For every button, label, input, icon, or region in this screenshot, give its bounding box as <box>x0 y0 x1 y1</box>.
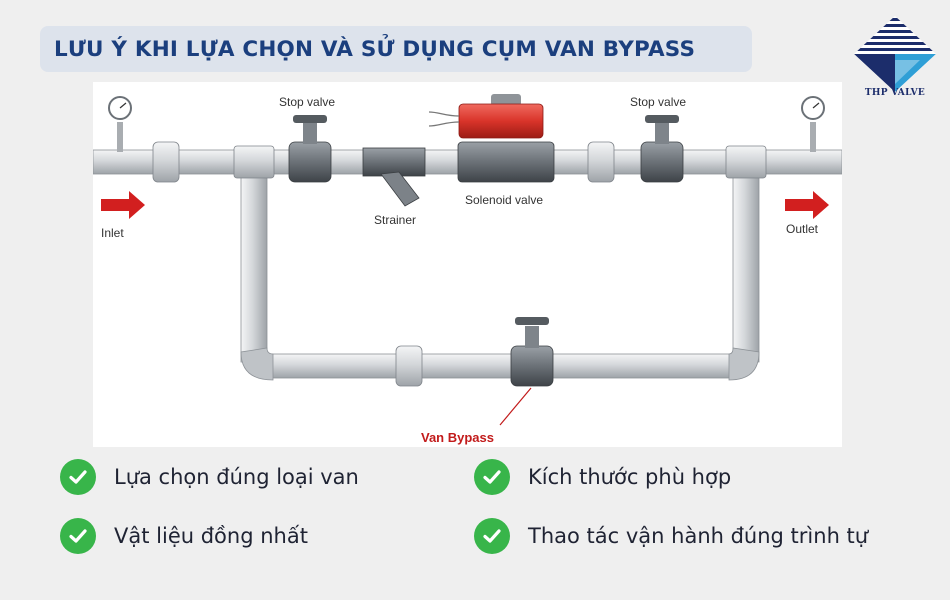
bullet-text: Lựa chọn đúng loại van <box>114 465 359 489</box>
bypass-diagram: Stop valve Stop valve Strainer Solenoid … <box>93 82 842 447</box>
bullet-text: Kích thước phù hợp <box>528 465 732 489</box>
union-1 <box>152 141 180 183</box>
check-circle-icon <box>60 459 96 495</box>
strainer <box>362 147 426 207</box>
label-solenoid-valve: Solenoid valve <box>465 193 543 207</box>
elbow-left <box>240 347 274 381</box>
check-circle-icon <box>60 518 96 554</box>
label-stop-valve-right: Stop valve <box>630 95 686 109</box>
elbow-right <box>728 347 760 381</box>
inlet-arrow-icon <box>101 191 145 219</box>
bypass-pipe-left <box>240 176 268 363</box>
bullet-item-3: Vật liệu đồng nhất <box>60 518 308 554</box>
solenoid-valve <box>428 94 555 183</box>
bullet-item-2: Kích thước phù hợp <box>474 459 731 495</box>
bullet-item-1: Lựa chọn đúng loại van <box>60 459 359 495</box>
pressure-gauge-right <box>801 96 825 152</box>
label-inlet: Inlet <box>101 226 124 240</box>
stop-valve-right <box>640 115 684 183</box>
bullet-text: Vật liệu đồng nhất <box>114 524 308 548</box>
tee-left <box>233 145 275 179</box>
stop-valve-left <box>288 115 332 183</box>
union-2 <box>587 141 615 183</box>
page-title: LƯU Ý KHI LỰA CHỌN VÀ SỬ DỤNG CỤM VAN BY… <box>54 36 696 62</box>
logo-text: THP VALVE <box>864 88 926 98</box>
outlet-arrow-icon <box>785 191 829 219</box>
bullet-text: Thao tác vận hành đúng trình tự <box>528 524 869 548</box>
label-van-bypass: Van Bypass <box>421 430 494 445</box>
bypass-pipe-bottom <box>267 353 735 379</box>
check-circle-icon <box>474 459 510 495</box>
bypass-valve <box>510 317 554 387</box>
thp-valve-logo <box>854 16 936 92</box>
bypass-callout-line <box>499 387 532 426</box>
title-banner: LƯU Ý KHI LỰA CHỌN VÀ SỬ DỤNG CỤM VAN BY… <box>40 26 752 72</box>
tee-right <box>725 145 767 179</box>
bullet-item-4: Thao tác vận hành đúng trình tự <box>474 518 868 554</box>
check-circle-icon <box>474 518 510 554</box>
bypass-pipe-right <box>732 176 760 363</box>
label-stop-valve-left: Stop valve <box>279 95 335 109</box>
label-outlet: Outlet <box>786 222 819 236</box>
label-strainer: Strainer <box>374 213 416 227</box>
union-3 <box>395 345 423 387</box>
pressure-gauge-left <box>108 96 132 152</box>
